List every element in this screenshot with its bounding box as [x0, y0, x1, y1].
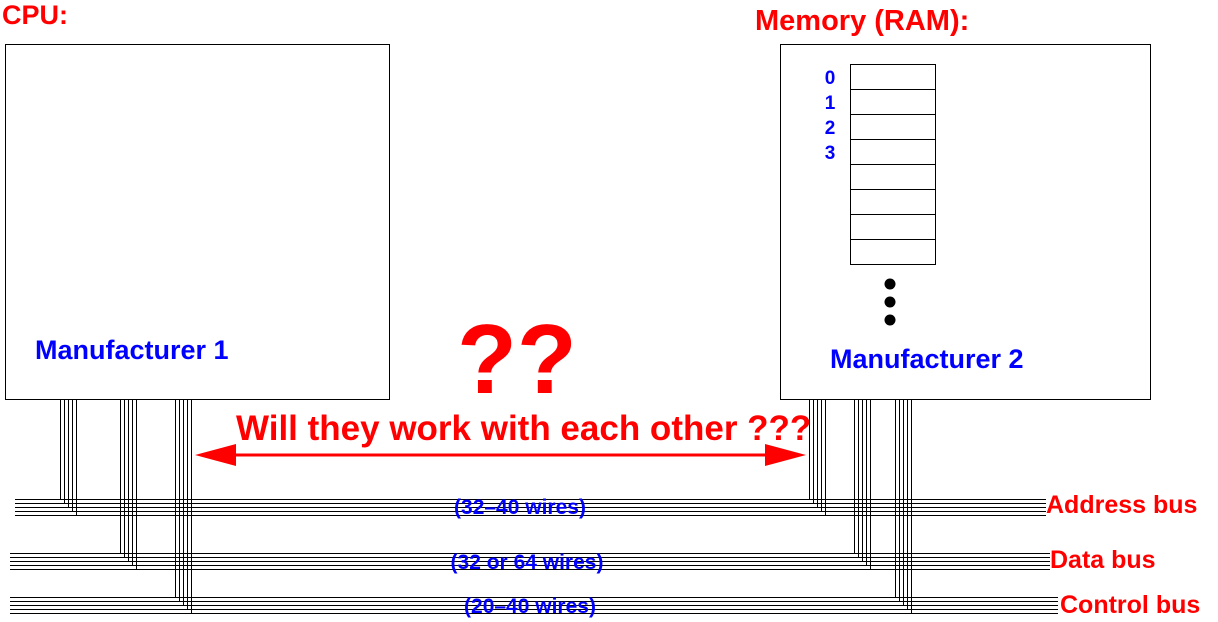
- memory-cell: [850, 64, 936, 90]
- memory-manufacturer-label: Manufacturer 2: [830, 344, 1024, 374]
- memory-cell: [850, 164, 936, 190]
- ellipsis-dot: [884, 296, 896, 308]
- memory-heading: Memory (RAM):: [755, 5, 969, 37]
- address-bus-wire-count: (32–40 wires): [454, 496, 586, 519]
- question-marks: ??: [457, 304, 577, 414]
- memory-box: [780, 44, 1151, 400]
- bus-wires: [10, 400, 1058, 614]
- memory-cell: [850, 89, 936, 115]
- memory-cell: [850, 189, 936, 215]
- ellipsis-dots: [884, 278, 896, 326]
- memory-address-label: 2: [825, 118, 836, 139]
- memory-cell: [850, 139, 936, 165]
- memory-addresses: 0 1 2 3: [825, 68, 836, 164]
- memory-cell: [850, 114, 936, 140]
- control-bus-label: Control bus: [1060, 591, 1200, 619]
- ellipsis-dot: [884, 278, 896, 290]
- data-bus-wire-count: (32 or 64 wires): [451, 551, 604, 574]
- cpu-box: [5, 44, 390, 400]
- arrow-head-left: [195, 444, 236, 466]
- arrow-head-right: [765, 444, 806, 466]
- memory-cell: [850, 214, 936, 240]
- cpu-heading: CPU:: [2, 0, 68, 30]
- memory-address-label: 0: [825, 68, 836, 89]
- control-bus-wire-count: (20–40 wires): [464, 595, 596, 618]
- memory-cells: [850, 64, 936, 265]
- memory-cell: [850, 239, 936, 265]
- ellipsis-dot: [884, 314, 896, 326]
- address-bus-label: Address bus: [1046, 491, 1197, 519]
- cpu-manufacturer-label: Manufacturer 1: [35, 335, 229, 365]
- double-arrow: [195, 444, 806, 466]
- data-bus-label: Data bus: [1050, 546, 1156, 574]
- question-text: Will they work with each other ???: [236, 409, 811, 448]
- memory-address-label: 1: [825, 93, 836, 114]
- memory-address-label: 3: [825, 143, 836, 164]
